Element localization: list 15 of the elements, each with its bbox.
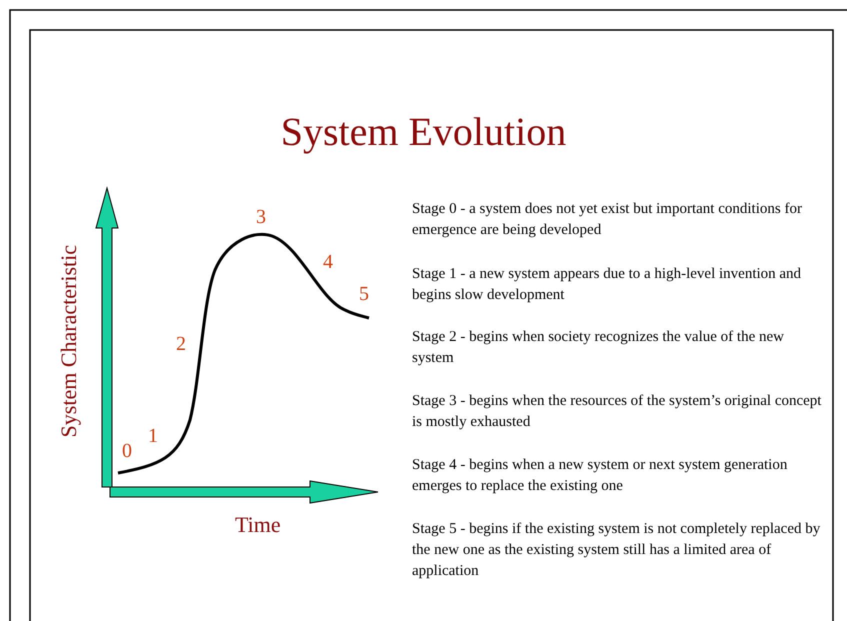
stage-number: 3 (256, 206, 266, 229)
stage-number: 4 (323, 251, 333, 274)
stage-description: Stage 3 - begins when the resources of the system’s original concept is mostly exhausted (412, 392, 822, 432)
stage-number: 5 (359, 283, 369, 306)
stage-number: 0 (122, 440, 132, 463)
stage-description: Stage 0 - a system does not yet exist but important conditions for emergence are being developed (412, 200, 803, 240)
stage-description: Stage 2 - begins when society recognizes the value of the new system (412, 328, 785, 368)
stage-number: 1 (148, 425, 158, 448)
stage-description: Stage 4 - begins when a new system or next system generation emerges to replace the existing one (412, 456, 788, 496)
stage-number: 2 (176, 333, 186, 356)
y-axis-label: System Characteristic (56, 245, 82, 438)
stage-description: Stage 5 - begins if the existing system is not completely replaced by the new one as the existing system still has a limited area of application (412, 520, 822, 581)
x-axis-label: Time (235, 512, 281, 538)
stage-description: Stage 1 - a new system appears due to a high-level invention and begins slow development (412, 265, 802, 305)
slide-title: System Evolution (280, 108, 568, 155)
